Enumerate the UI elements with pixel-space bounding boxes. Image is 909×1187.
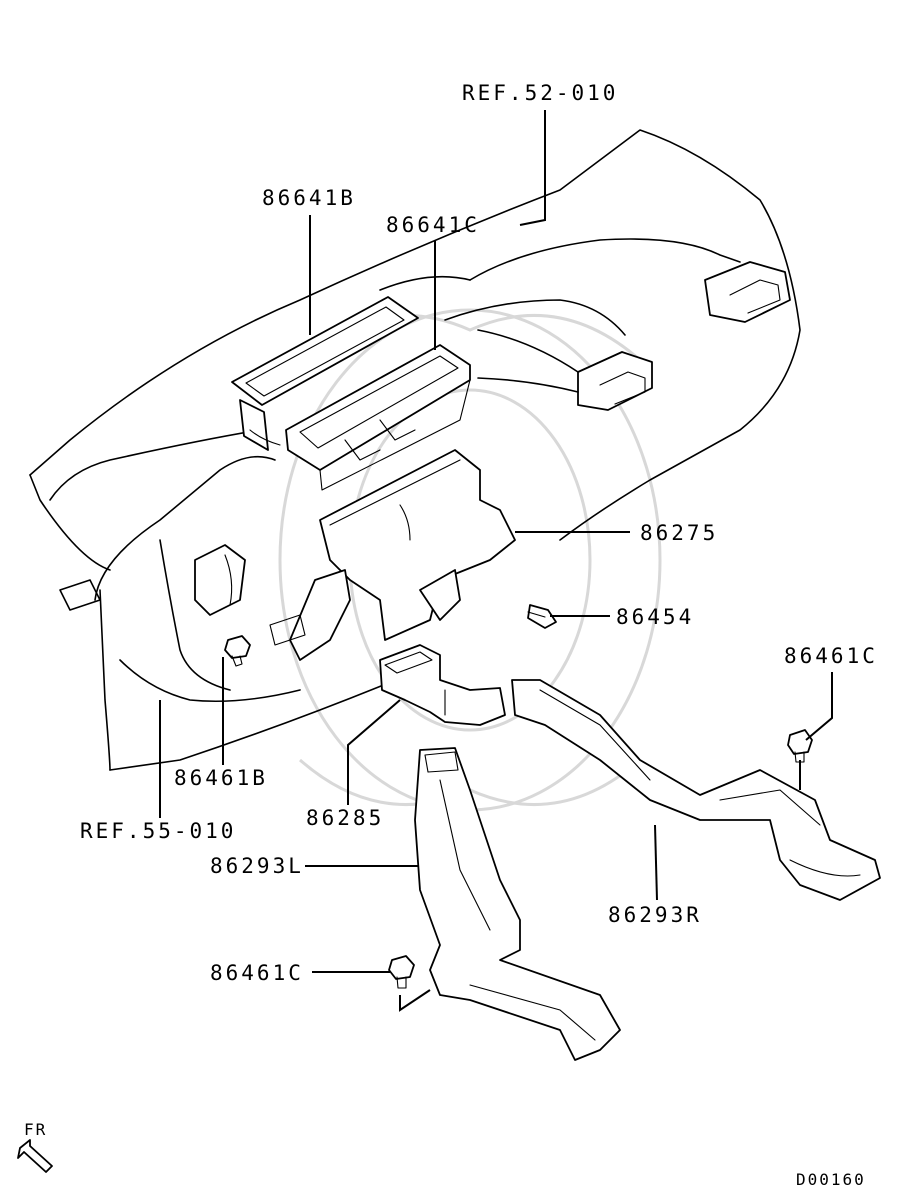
label-ref-52-010: REF.52-010 (462, 81, 618, 105)
clip-86461b (224, 635, 251, 667)
label-86454: 86454 (616, 605, 694, 629)
label-86293l: 86293L (210, 854, 304, 878)
screw-86454 (527, 604, 557, 629)
label-86293r: 86293R (608, 903, 702, 927)
rear-duct-86293l (414, 747, 621, 1061)
clip-86461c-right (787, 729, 813, 763)
vent-frame-86641c (285, 344, 471, 491)
dashboard-outline (29, 129, 801, 571)
label-86461c-left: 86461C (210, 961, 304, 985)
joint-duct-86285 (379, 644, 506, 726)
duct-86275 (269, 449, 516, 661)
label-86461b: 86461B (174, 766, 268, 790)
label-86285: 86285 (306, 806, 384, 830)
label-86275: 86275 (640, 521, 718, 545)
drawing-id: D00160 (796, 1170, 866, 1187)
label-86641c: 86641C (386, 213, 480, 237)
label-ref-55-010: REF.55-010 (80, 819, 236, 843)
front-arrow-icon (17, 1139, 53, 1173)
label-fr: FR (24, 1120, 47, 1139)
label-86461c-right: 86461C (784, 644, 878, 668)
leader-lines (159, 110, 833, 1012)
vent-frame-86641b (231, 296, 419, 451)
rear-duct-86293r (511, 679, 881, 901)
label-86641b: 86641B (262, 186, 356, 210)
clip-86461c-left (388, 955, 415, 989)
